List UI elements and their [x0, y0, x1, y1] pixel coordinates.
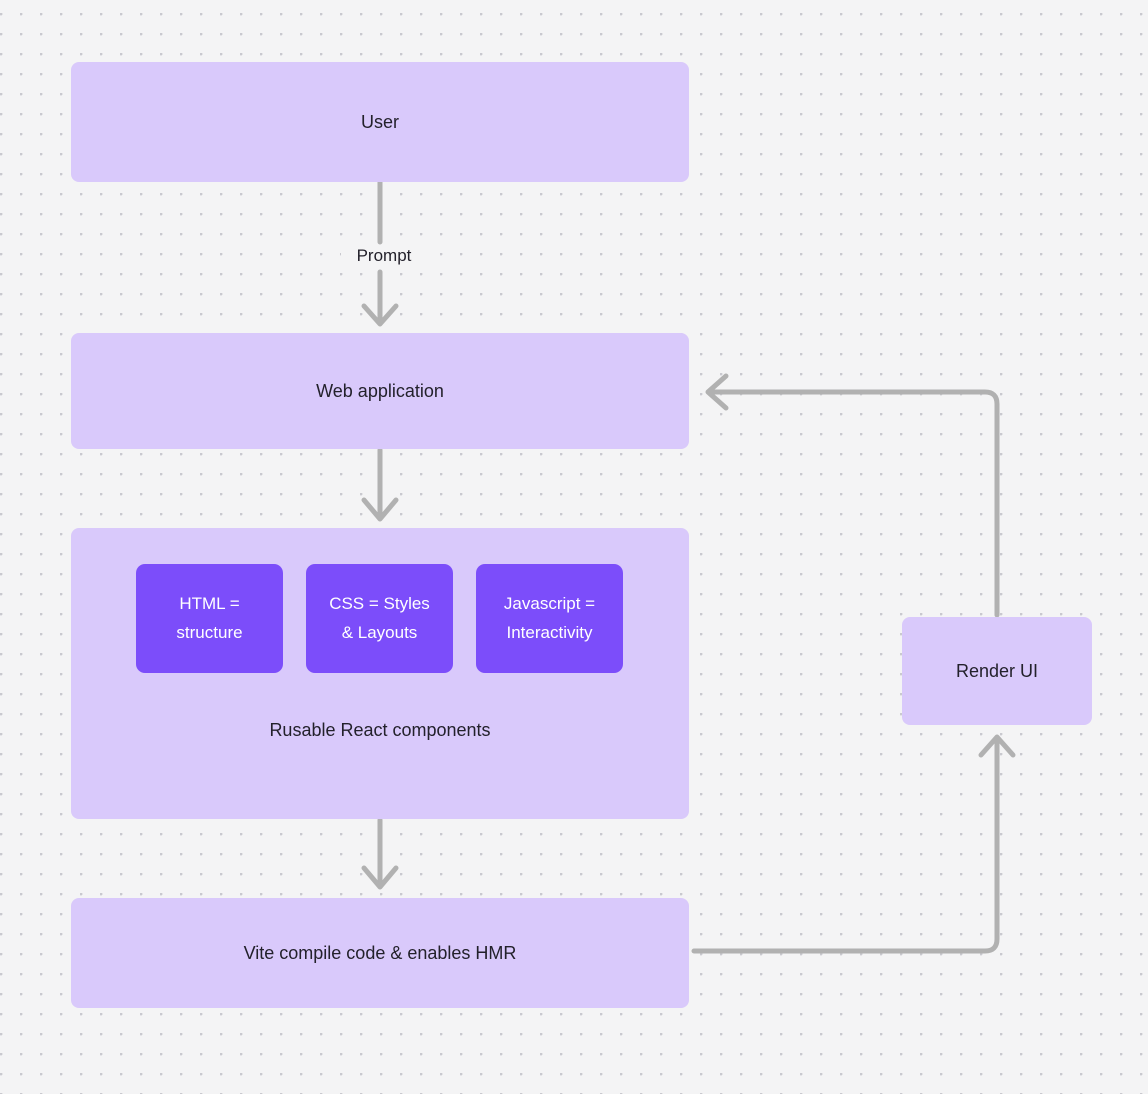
edge-components-to-vite — [361, 817, 399, 890]
edge-render-ui-to-web-application — [705, 373, 1000, 618]
node-html[interactable]: HTML =structure — [136, 564, 283, 673]
node-web-application-label: Web application — [316, 380, 444, 401]
node-vite-label: Vite compile code & enables HMR — [243, 942, 517, 963]
node-css-label: CSS = Styles& Layouts — [329, 593, 430, 642]
node-web-application[interactable]: Web application — [71, 333, 689, 449]
node-vite[interactable]: Vite compile code & enables HMR — [71, 898, 689, 1008]
node-render-ui-label: Render UI — [955, 660, 1039, 681]
node-components-group-label: Rusable React components — [269, 720, 491, 740]
node-components-group[interactable]: HTML =structure CSS = Styles& Layouts Ja… — [71, 528, 689, 819]
node-css[interactable]: CSS = Styles& Layouts — [306, 564, 453, 673]
edge-web-application-to-components — [361, 447, 399, 522]
node-user[interactable]: User — [71, 62, 689, 182]
node-render-ui[interactable]: Render UI — [902, 617, 1092, 725]
edge-vite-to-render-ui — [691, 734, 1016, 954]
node-html-label: HTML =structure — [176, 593, 243, 642]
node-javascript[interactable]: Javascript =Interactivity — [476, 564, 623, 673]
edge-label-prompt: Prompt — [341, 246, 427, 266]
node-javascript-label: Javascript =Interactivity — [503, 593, 596, 642]
node-user-label: User — [360, 111, 399, 132]
